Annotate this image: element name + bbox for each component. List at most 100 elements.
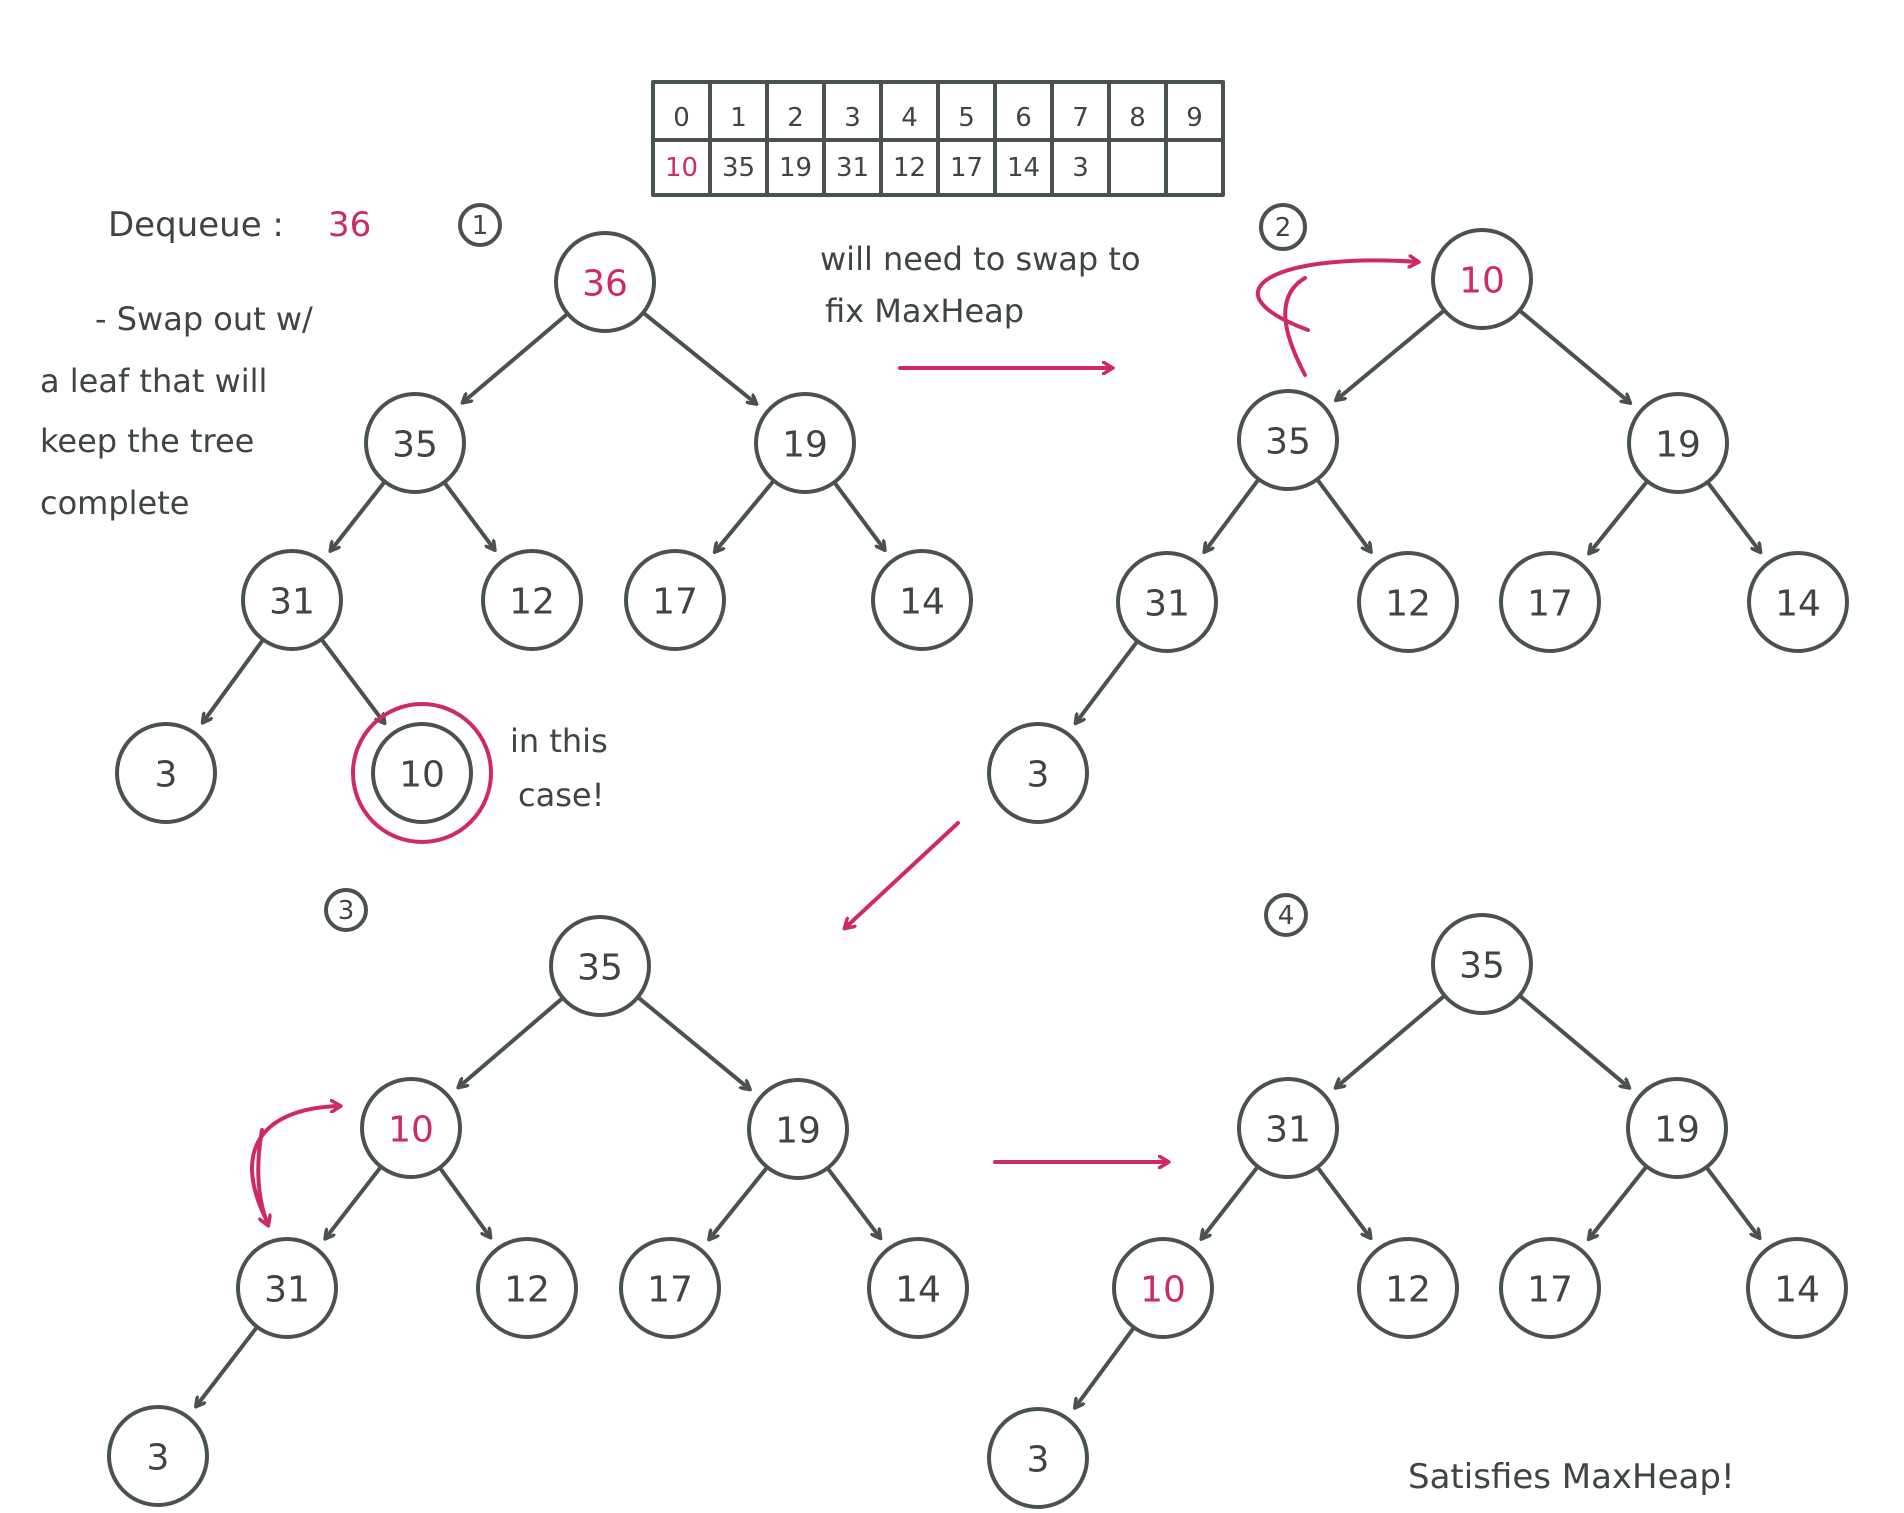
tree-node: 14 — [1747, 551, 1849, 653]
node-circle — [371, 722, 473, 824]
tree-edge — [1519, 994, 1629, 1088]
node-value: 14 — [1774, 1270, 1820, 1311]
dequeue-value: 36 — [328, 205, 371, 245]
tree-edge — [1519, 309, 1630, 403]
step-number-1: 1 — [472, 211, 489, 241]
node-circle — [1116, 551, 1218, 653]
node-circle — [987, 722, 1089, 824]
node-circle — [1499, 1237, 1601, 1339]
swap-curve-step-3-down — [256, 1128, 268, 1225]
node-value: 10 — [399, 755, 445, 796]
step-label-2: 2 — [1259, 203, 1307, 251]
node-circle — [619, 1237, 721, 1339]
tree-edge — [715, 480, 775, 551]
array-index-cell: 5 — [958, 103, 975, 133]
tree-node: 35 — [1237, 389, 1339, 491]
step-number-4: 4 — [1278, 901, 1295, 931]
node-value: 19 — [782, 425, 828, 466]
node-circle — [360, 1077, 462, 1179]
step-circle-4 — [1264, 893, 1308, 937]
array-index-cell: 7 — [1072, 103, 1089, 133]
tree-edge — [1590, 480, 1649, 553]
tree-node: 17 — [624, 549, 726, 651]
tree-node: 31 — [236, 1237, 338, 1339]
node-circle — [1237, 389, 1339, 491]
tree-edge — [1205, 478, 1260, 552]
node-circle — [1747, 551, 1849, 653]
tree-node: 14 — [867, 1237, 969, 1339]
tree-edge — [1075, 1327, 1135, 1407]
array-index-cell: 4 — [901, 103, 918, 133]
tree-node: 14 — [871, 549, 973, 651]
tree-node: 31 — [1116, 551, 1218, 653]
array-value-cell: 10 — [665, 153, 698, 183]
tree-node: 12 — [476, 1237, 578, 1339]
node-value: 12 — [1385, 584, 1431, 625]
array-index-cell: 2 — [787, 103, 804, 133]
step-label-1: 1 — [458, 203, 502, 247]
step-number-2: 2 — [1275, 213, 1292, 243]
tree-edge — [1336, 994, 1446, 1087]
node-circle — [1499, 551, 1601, 653]
node-value: 3 — [1027, 755, 1050, 796]
array-value-cell: 35 — [722, 153, 755, 183]
node-circle — [871, 549, 973, 651]
tree-node: 17 — [1499, 551, 1601, 653]
tree-node: 12 — [481, 549, 583, 651]
tree-edge — [463, 312, 569, 402]
tree-edge — [1316, 1166, 1371, 1238]
array-value-cell: 3 — [1072, 153, 1089, 183]
tree-node: 35 — [364, 392, 466, 494]
node-value: 35 — [577, 948, 623, 989]
node-circle — [867, 1237, 969, 1339]
array-index-cell: 6 — [1015, 103, 1032, 133]
node-circle — [115, 722, 217, 824]
node-value: 35 — [1265, 422, 1311, 463]
in-this-case-line-2: case! — [518, 776, 604, 814]
node-value: 14 — [1775, 584, 1821, 625]
highlight-ring — [351, 702, 493, 844]
node-value: 31 — [1144, 584, 1190, 625]
node-circle — [481, 549, 583, 651]
array-value-cell: 31 — [836, 153, 869, 183]
node-value: 31 — [269, 582, 315, 623]
array-index-cell: 9 — [1186, 103, 1203, 133]
tree-node: 35 — [549, 915, 651, 1017]
tree-node: 3 — [115, 722, 217, 824]
tree-edge — [1705, 1166, 1760, 1238]
array-index-cell: 0 — [673, 103, 690, 133]
node-value: 12 — [509, 582, 555, 623]
step-label-3: 3 — [324, 888, 368, 932]
node-value: 36 — [582, 264, 628, 305]
swap-note-line-2: a leaf that will — [40, 362, 267, 400]
tree-node: 36 — [554, 231, 656, 333]
node-circle — [1431, 228, 1533, 330]
array-value-cell: 12 — [893, 153, 926, 183]
tree-edge — [1336, 309, 1445, 400]
array-value-cell: 17 — [950, 153, 983, 183]
node-circle — [236, 1237, 338, 1339]
node-value: 19 — [1654, 1110, 1700, 1151]
tree-edge — [326, 1166, 382, 1238]
node-value: 10 — [1140, 1270, 1186, 1311]
tree-edge — [642, 311, 756, 404]
tree-edge — [459, 997, 564, 1087]
swap-curve-step-3 — [250, 1106, 340, 1225]
tree-edge — [203, 639, 264, 722]
node-circle — [754, 392, 856, 494]
step-circle-2 — [1259, 203, 1307, 251]
node-circle — [1627, 392, 1729, 494]
node-value: 17 — [647, 1270, 693, 1311]
tree-node: 3 — [107, 1405, 209, 1507]
node-value: 35 — [392, 425, 438, 466]
tree-node: 12 — [1357, 551, 1459, 653]
step-circle-3 — [324, 888, 368, 932]
in-this-case-line-1: in this — [510, 722, 608, 760]
tree-node: 17 — [619, 1237, 721, 1339]
node-circle — [1626, 1077, 1728, 1179]
node-value: 10 — [388, 1110, 434, 1151]
